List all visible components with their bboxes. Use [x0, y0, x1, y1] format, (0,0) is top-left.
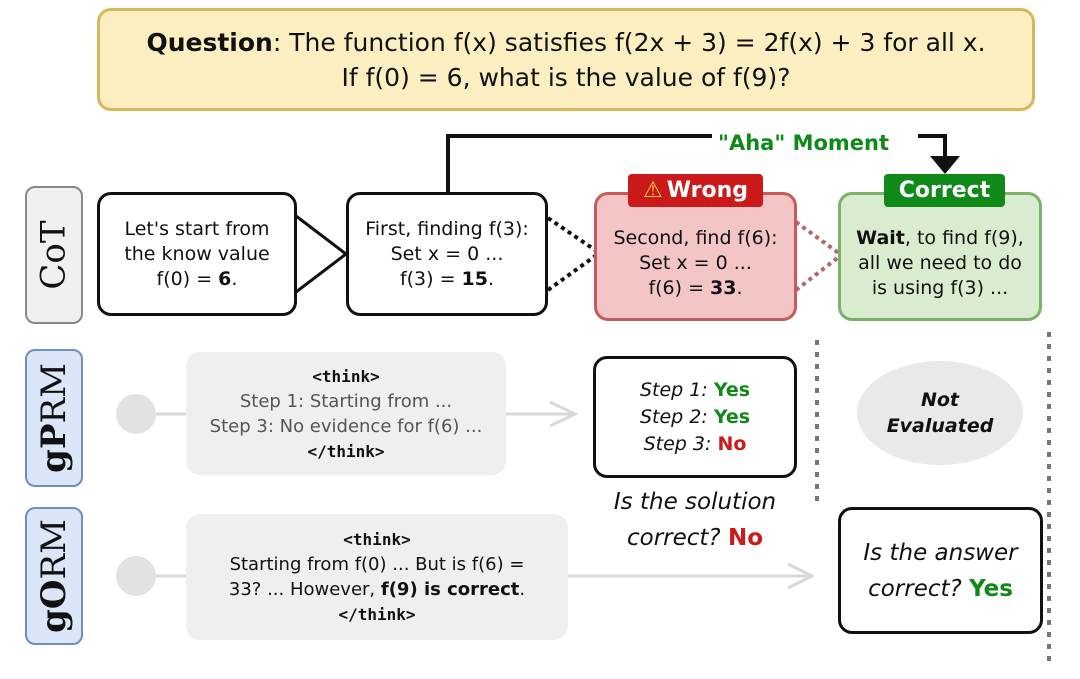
gorm-question-verdict: Yes — [969, 575, 1013, 602]
gorm-arrow-head — [787, 562, 816, 590]
step1-l3-pre: f(3) = — [399, 267, 462, 290]
gorm-think-line1: Starting from f(0) ... But is f(6) = — [229, 554, 525, 575]
dotted-line-2 — [546, 252, 600, 292]
gorm-think-open: <think> — [343, 530, 411, 549]
gprm-rest: RM — [34, 363, 74, 424]
tab-gprm-label: gPRM — [34, 363, 74, 473]
gprm-question-verdict: No — [727, 525, 764, 551]
wrong-badge: ⚠Wrong — [628, 174, 763, 207]
step-verdict-3: Step 3: No — [644, 431, 747, 458]
step0-l3-post: . — [231, 267, 238, 290]
question-text-1: : The function f(x) satisfies f(2x + 3) … — [272, 27, 986, 57]
gprm-start-circle — [116, 394, 156, 434]
gorm-rest: RM — [34, 519, 75, 580]
triangle-connector — [295, 214, 349, 294]
cot-step-2: Second, find f(6): Set x = 0 ... f(6) = … — [594, 192, 797, 321]
step-verdict-1-label: Step 1: — [639, 378, 708, 401]
step2-line3: f(6) = 33. — [648, 276, 742, 301]
gprm-question-line1: Is the solution — [613, 489, 777, 515]
wrong-badge-label: Wrong — [666, 178, 748, 203]
aha-moment-label: "Aha" Moment — [718, 131, 890, 155]
tab-gorm: gORM — [25, 507, 83, 645]
step2-line1: Second, find f(6): — [613, 227, 778, 249]
gprm-step-verdicts: Step 1: Yes Step 2: Yes Step 3: No — [593, 356, 797, 478]
gprm-think-box: <think> Step 1: Starting from ... Step 3… — [186, 352, 506, 475]
question-box: Question: The function f(x) satisfies f(… — [97, 8, 1035, 111]
step0-line3: f(0) = 6. — [157, 267, 238, 292]
step1-line1: First, finding f(3): — [365, 217, 529, 240]
step0-line1: Let's start from — [124, 217, 270, 240]
step3-l1-bold: Wait — [856, 227, 905, 249]
cot-step-3: Wait, to find f(9), all we need to do is… — [838, 192, 1042, 321]
step-verdict-1-value: Yes — [713, 378, 751, 401]
step3-l1-rest: , to find f(9), — [904, 227, 1024, 249]
step3-line3: is using f(3) ... — [871, 277, 1009, 299]
question-label: Question — [146, 27, 273, 57]
step1-line2: Set x = 0 ... — [390, 242, 504, 265]
not-evaluated-line1: Not — [920, 389, 960, 411]
gprm-question-line2: correct? No — [627, 520, 763, 556]
step-verdict-3-label: Step 3: — [643, 432, 712, 455]
gorm-think-line2: 33? ... However, f(9) is correct. — [229, 577, 525, 602]
step-verdict-2-value: Yes — [713, 405, 751, 428]
dotted-line-4 — [794, 254, 842, 292]
cot-step-1: First, finding f(3): Set x = 0 ... f(3) … — [346, 192, 548, 316]
gprm-question: Is the solution correct? No — [585, 484, 805, 556]
tab-cot: CoT — [25, 186, 83, 324]
gorm-l2-post: . — [519, 579, 526, 600]
gorm-l2-pre: 33? ... However, — [228, 579, 381, 600]
gorm-question-q2: correct? — [868, 575, 962, 602]
step1-l3-post: . — [488, 267, 495, 290]
not-evaluated: Not Evaluated — [857, 361, 1023, 465]
correct-badge: Correct — [884, 174, 1005, 207]
step-verdict-2-label: Step 2: — [639, 405, 708, 428]
gorm-question-line2: correct? Yes — [868, 571, 1013, 607]
gprm-prefix: g — [34, 449, 74, 473]
step-verdict-3-value: No — [717, 432, 747, 455]
tab-gprm: gPRM — [25, 349, 83, 487]
dotted-line-3 — [794, 220, 842, 256]
dotted-line-1 — [546, 216, 600, 254]
step2-l3-post: . — [736, 277, 743, 299]
gprm-think-line2: Step 3: No evidence for f(6) ... — [209, 415, 483, 437]
gprm-think-open: <think> — [312, 366, 380, 386]
warning-icon: ⚠ — [643, 178, 663, 203]
gorm-l2-bold: f(9) is correct — [380, 579, 520, 600]
gprm-think-line1: Step 1: Starting from ... — [239, 390, 453, 412]
gorm-think-close: </think> — [338, 605, 416, 624]
step2-l3-bold: 33 — [710, 277, 737, 299]
gprm-question-q2: correct? — [626, 525, 721, 551]
step2-l3-pre: f(6) = — [648, 277, 711, 299]
aha-arrow-head — [930, 156, 960, 174]
step3-line2: all we need to do — [858, 252, 1022, 274]
gprm-bold: P — [34, 423, 74, 450]
gprm-think-close: </think> — [307, 441, 385, 461]
step0-l3-pre: f(0) = — [156, 267, 219, 290]
step0-l3-bold: 6 — [218, 267, 232, 290]
step-verdict-2: Step 2: Yes — [640, 404, 750, 431]
cot-step-0: Let's start from the know value f(0) = 6… — [97, 192, 297, 316]
question-line-2: If f(0) = 6, what is the value of f(9)? — [341, 62, 791, 92]
gorm-prefix: g — [34, 609, 75, 633]
step1-l3-bold: 15 — [461, 267, 488, 290]
step1-line3: f(3) = 15. — [400, 267, 494, 292]
aha-line-end — [918, 134, 947, 160]
tab-gorm-label: gORM — [34, 519, 74, 633]
question-line-1: Question: The function f(x) satisfies f(… — [146, 25, 985, 60]
step0-line2: the know value — [124, 242, 270, 265]
step-verdict-1: Step 1: Yes — [640, 377, 750, 404]
gorm-think-box: <think> Starting from f(0) ... But is f(… — [186, 514, 568, 640]
tab-cot-label: CoT — [34, 220, 75, 290]
gorm-question-line1: Is the answer — [863, 539, 1018, 566]
gprm-arrow-head — [549, 400, 579, 428]
aha-line — [446, 134, 712, 192]
step3-line1: Wait, to find f(9), — [856, 226, 1024, 251]
step2-line2: Set x = 0 ... — [639, 252, 752, 274]
gorm-bold: O — [34, 579, 75, 610]
not-evaluated-line2: Evaluated — [886, 415, 994, 437]
gorm-answer-box: Is the answer correct? Yes — [838, 507, 1043, 634]
gorm-start-circle — [116, 556, 156, 596]
